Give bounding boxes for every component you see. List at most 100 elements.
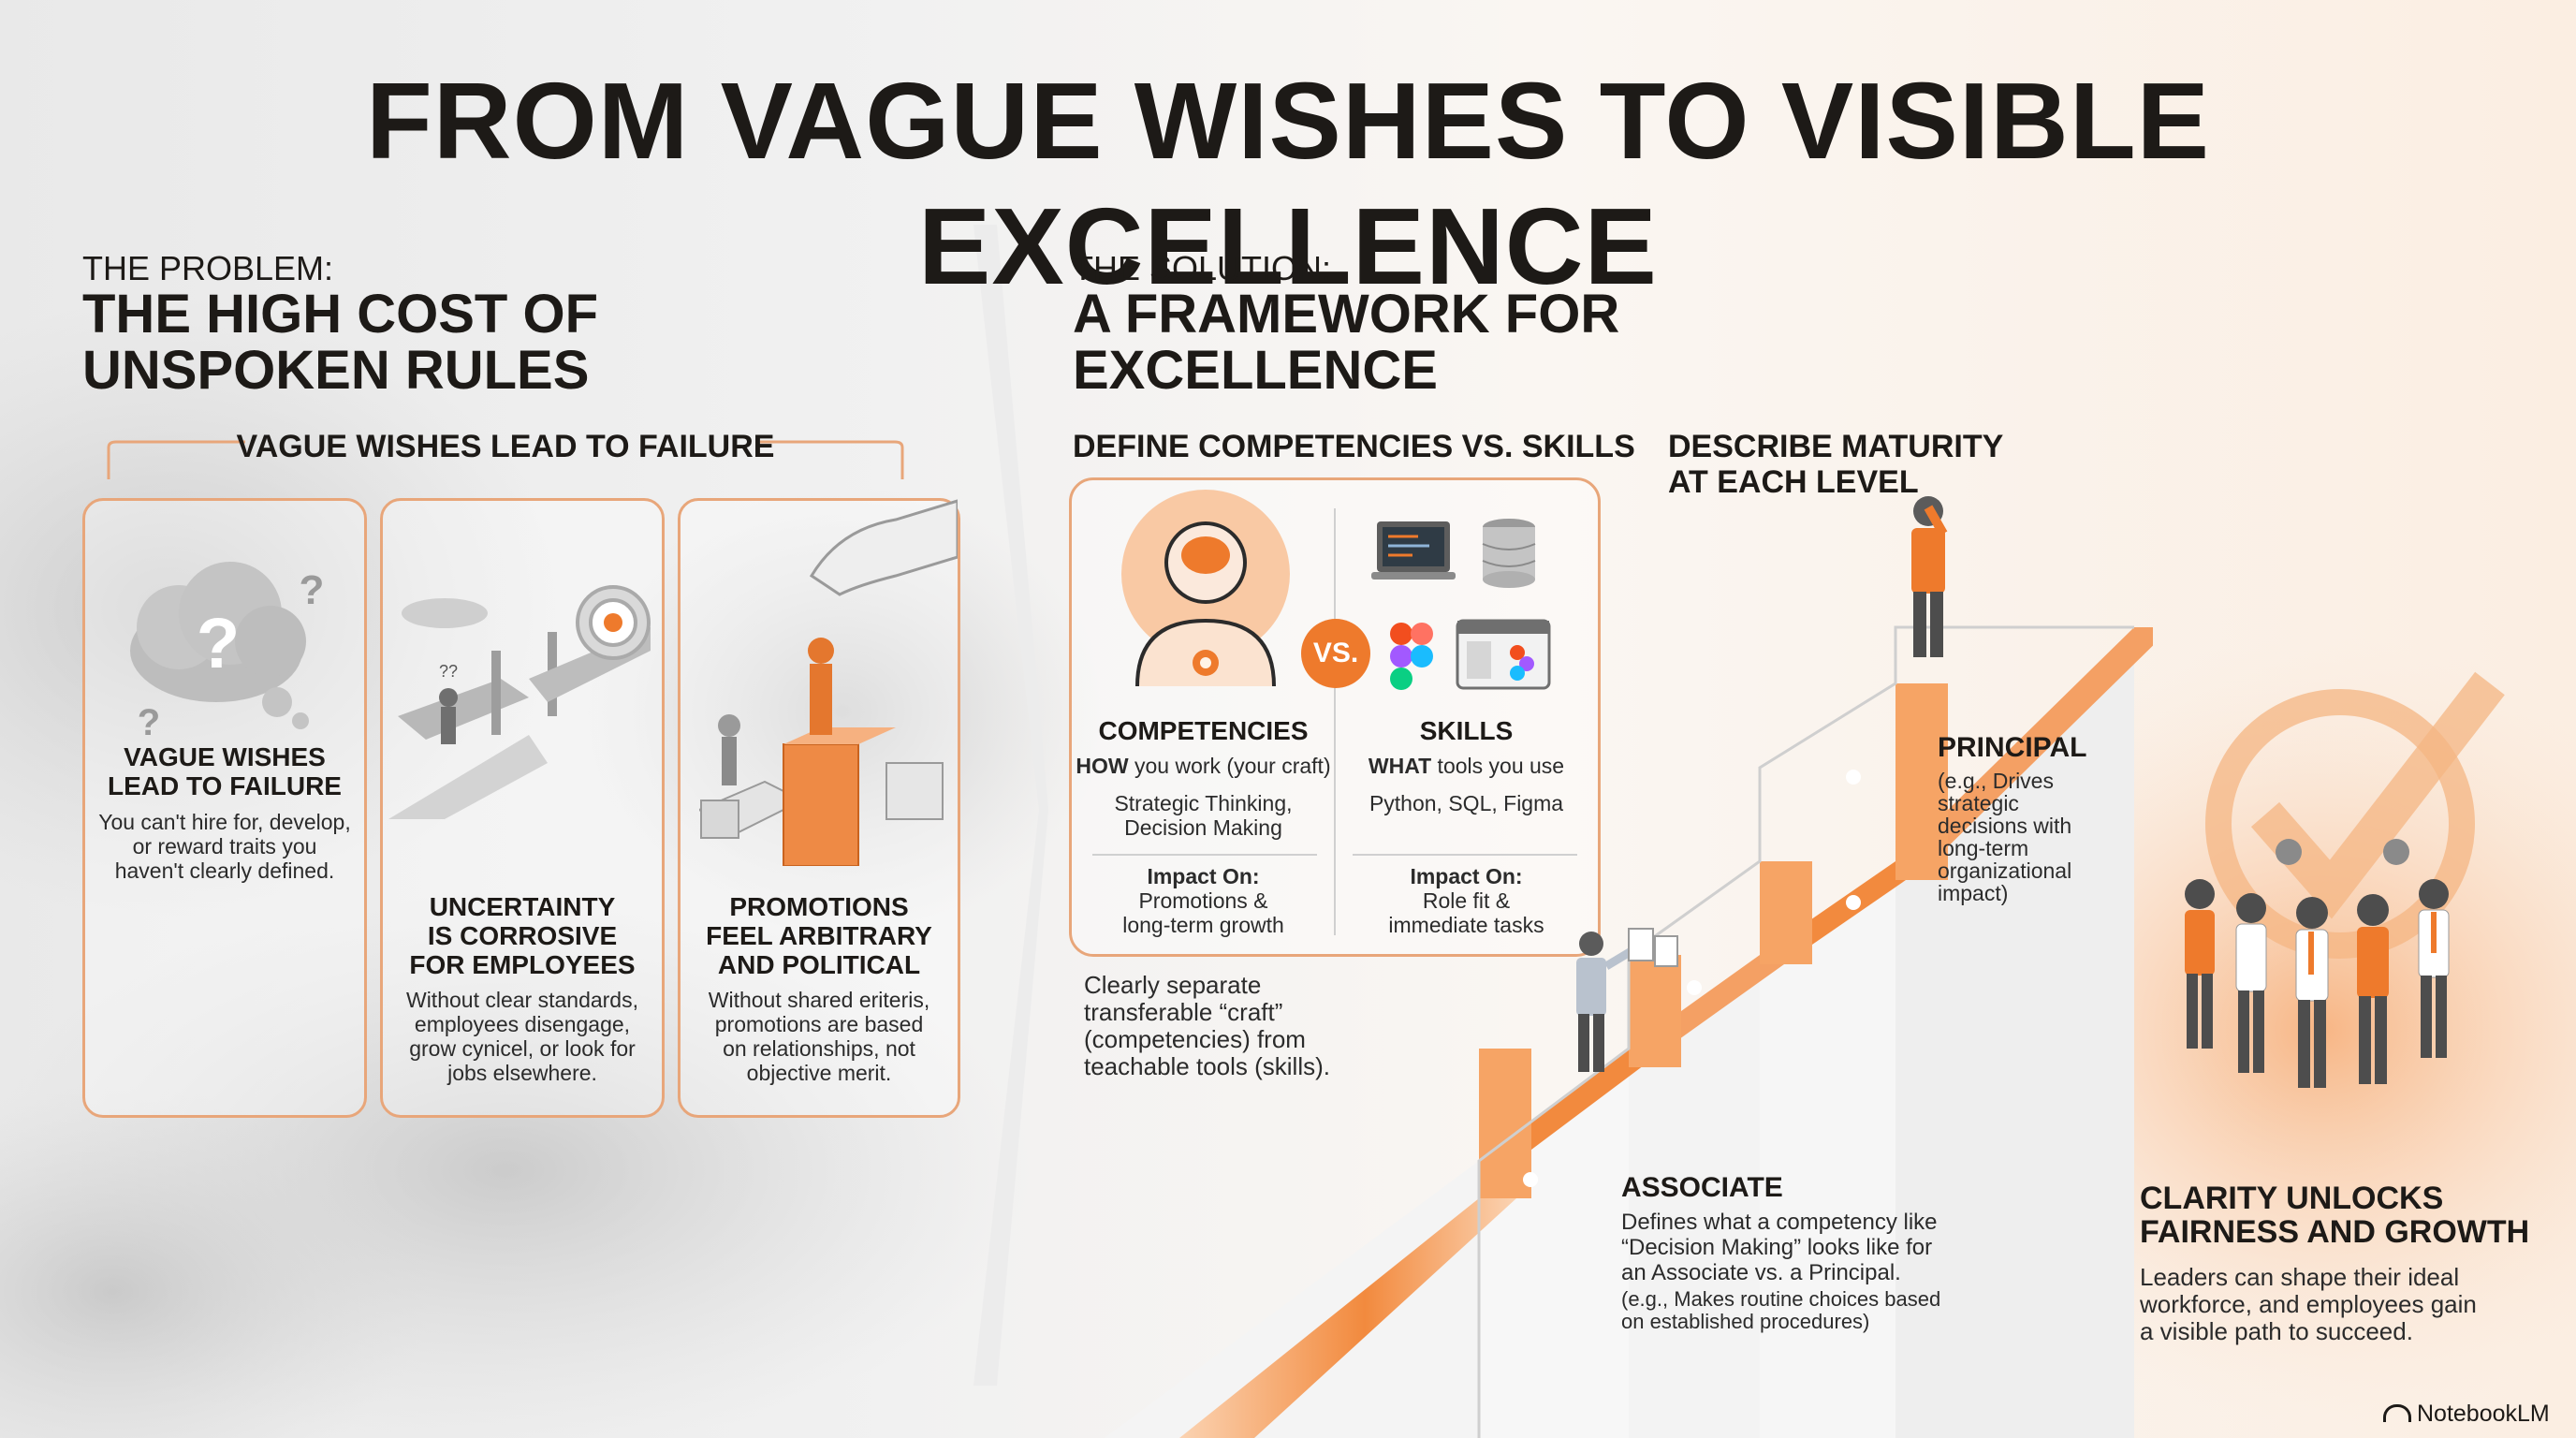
competencies-example-l2: Decision Making [1124,815,1282,840]
maturity-heading: DESCRIBE MATURITY AT EACH LEVEL [1668,429,2003,500]
associate-example: (e.g., Makes routine choices based on es… [1621,1288,1940,1333]
associate-example-l2: on established procedures) [1621,1310,1870,1333]
maturity-heading-l1: DESCRIBE MATURITY [1668,429,2004,464]
card1-body-l3: haven't clearly defined. [114,858,335,883]
problem-headline-line2: UNSPOKEN RULES [82,340,590,401]
vs-badge: VS. [1301,619,1370,688]
principal-l2: strategic [1938,791,2019,815]
outcome-title-l2: FAIRNESS AND GROWTH [2140,1214,2530,1250]
card1-title-l1: VAGUE WISHES [124,742,326,771]
principal-l3: decisions with [1938,814,2072,838]
team-icon [2185,839,2450,1088]
associate-example-l1: (e.g., Makes routine choices based [1621,1287,1941,1311]
svg-text:?: ? [300,567,325,613]
skills-title: SKILLS [1419,716,1514,745]
competencies-skills-card: VS. COMPETENCIES HOW you work (your craf… [1069,477,1601,957]
skills-impact-l2: immediate tasks [1388,913,1544,937]
card2-body-l2: employees disengage, [414,1012,631,1036]
card1-title-l2: LEAD TO FAILURE [108,771,342,800]
principal-l4: long-term [1938,836,2029,860]
staircase-icon [1105,496,2153,1438]
separate-note-l2: transferable “craft” [1084,998,1283,1026]
solution-headline-line1: A FRAMEWORK FOR [1073,284,1620,345]
problem-card-uncertainty: ?? UNCERTAINTY IS CORROSIVE FOR EMPLOYEE… [380,498,665,1118]
svg-text:?: ? [138,702,160,735]
problem-banner: VAGUE WISHES LEAD TO FAILURE [236,429,775,464]
svg-text:??: ?? [439,662,458,681]
card1-body-l2: or reward traits you [132,834,317,858]
principal-l5: organizational [1938,858,2072,883]
outcome-art [2185,671,2505,1088]
competencies-impact-label: Impact On: [1147,864,1260,888]
card3-title-l1: PROMOTIONS [729,892,909,921]
separate-note-l1: Clearly separate [1084,971,1262,999]
associate-l3: an Associate vs. a Principal. [1621,1260,1901,1285]
separate-note: Clearly separate transferable “craft” (c… [1084,972,1330,1080]
card2-title-l1: UNCERTAINTY [429,892,616,921]
card2-body-l4: jobs elsewhere. [447,1061,597,1085]
separate-note-l4: teachable tools (skills). [1084,1052,1330,1080]
solution-kicker: THE SOLUTION: [1073,249,1332,287]
competencies-title: COMPETENCIES [1098,716,1309,745]
define-heading: DEFINE COMPETENCIES VS. SKILLS [1073,429,1635,464]
notebooklm-logo-icon [2383,1404,2411,1422]
skills-what: WHAT tools you use [1335,754,1598,778]
outcome-l1: Leaders can shape their ideal [2140,1263,2460,1291]
card3-title-l2: FEEL ARBITRARY [706,921,932,950]
question-cloud-icon: ? ? ? [130,562,325,735]
competencies-example-l1: Strategic Thinking, [1114,791,1293,815]
skills-impact-l1: Role fit & [1422,888,1511,913]
principal-description: (e.g., Drives strategic decisions with l… [1938,770,2071,904]
card3-body-l3: on relationships, not [723,1036,915,1061]
laptop-icon [1371,521,1456,580]
card2-body-l3: grow cynicel, or look for [409,1036,636,1061]
card3-body-l4: objective merit. [746,1061,892,1085]
comparison-art [1092,490,1577,935]
associate-title: ASSOCIATE [1621,1172,1783,1203]
problem-headline-line1: THE HIGH COST OF [82,284,598,345]
card3-body-l1: Without shared eriteris, [708,988,930,1012]
skills-what-bold: WHAT [1368,754,1432,778]
outcome-title: CLARITY UNLOCKS FAIRNESS AND GROWTH [2140,1181,2529,1249]
card3-title-l3: AND POLITICAL [717,950,921,979]
principal-figure-icon [1911,496,1948,657]
broken-bridge-icon: ?? [388,585,651,819]
skills-example: Python, SQL, Figma [1368,791,1564,815]
competencies-how-rest: you work (your craft) [1128,754,1331,778]
solution-headline-line2: EXCELLENCE [1073,340,1438,401]
brand-label: NotebookLM [2417,1401,2550,1427]
principal-title: PRINCIPAL [1938,732,2087,763]
database-icon [1482,519,1536,588]
svg-text:?: ? [197,604,240,683]
card2-title-l3: FOR EMPLOYEES [409,950,636,979]
separate-note-l3: (competencies) from [1084,1025,1306,1053]
principal-l1: (e.g., Drives [1938,769,2054,793]
brand: NotebookLM [2383,1401,2550,1428]
card2-body-l1: Without clear standards, [405,988,638,1012]
brain-head-icon [1121,490,1290,687]
principal-l6: impact) [1938,881,2009,905]
associate-description: Defines what a competency like “Decision… [1621,1210,1938,1285]
competencies-how: HOW you work (your craft) [1072,754,1335,778]
page-title: FROM VAGUE WISHES TO VISIBLE EXCELLENCE [365,60,2211,307]
competencies-how-bold: HOW [1076,754,1129,778]
competencies-impact-l2: long-term growth [1122,913,1284,937]
banner-bracket [107,440,904,479]
maturity-heading-l2: AT EACH LEVEL [1668,464,1919,500]
outcome-description: Leaders can shape their ideal workforce,… [2140,1264,2477,1345]
associate-figure-icon [1576,928,1678,1072]
figma-icon [1390,623,1433,690]
outcome-l3: a visible path to succeed. [2140,1317,2413,1345]
outcome-title-l1: CLARITY UNLOCKS [2140,1181,2444,1216]
pawn-hand-icon [699,499,958,866]
problem-kicker: THE PROBLEM: [82,249,334,287]
associate-l2: “Decision Making” looks like for [1621,1235,1933,1260]
associate-l1: Defines what a competency like [1621,1210,1938,1235]
outcome-l2: workforce, and employees gain [2140,1290,2477,1318]
problem-card-vague-wishes: ? ? ? VAGUE WISHES LEAD TO FAILURE You c… [82,498,367,1118]
competencies-impact-l1: Promotions & [1138,888,1268,913]
app-window-icon [1456,619,1551,690]
card1-body-l1: You can't hire for, develop, [98,810,351,834]
problem-card-promotions: PROMOTIONS FEEL ARBITRARY AND POLITICAL … [678,498,960,1118]
